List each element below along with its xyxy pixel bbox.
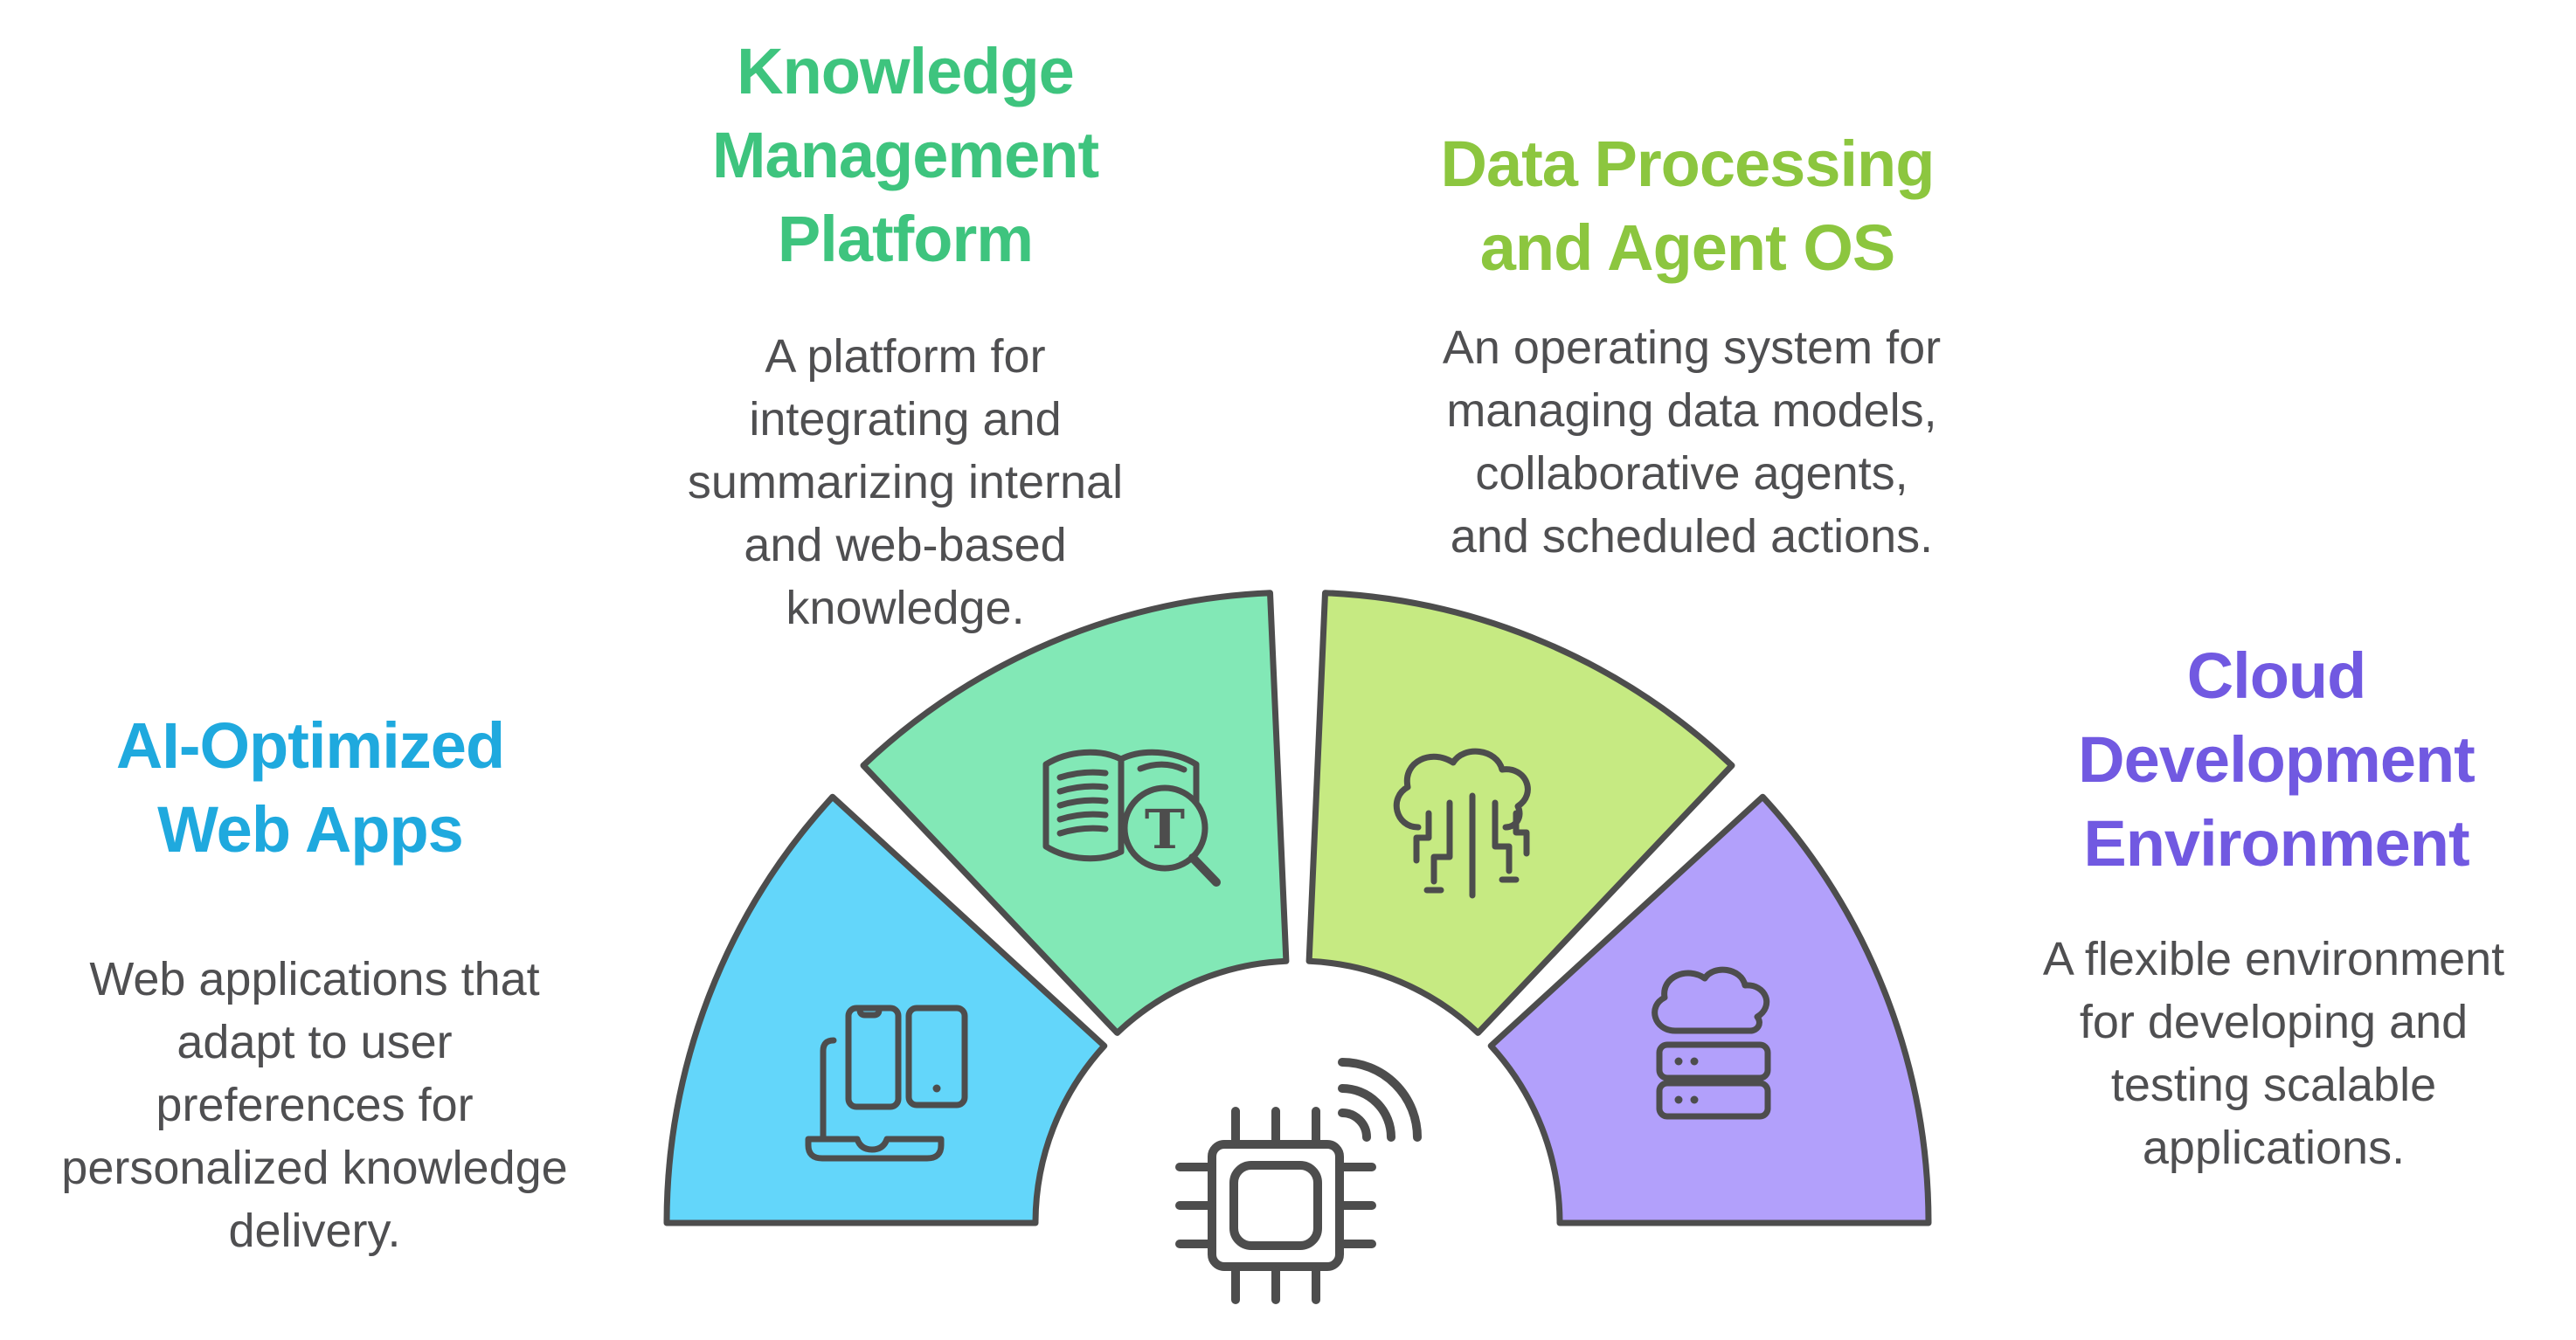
title-data-processing: Data Processing and Agent OS (1440, 128, 1935, 284)
description-knowledge-management: A platform for integrating and summarizi… (687, 330, 1124, 634)
title-cloud-development: Cloud Development Environment (2078, 639, 2476, 880)
cloud-circuit-icon (1393, 748, 1531, 899)
description-data-processing: An operating system for managing data mo… (1442, 321, 1942, 563)
wifi-signal-icon (1338, 1058, 1422, 1142)
segment-cloud-development (1487, 793, 1932, 1226)
cloud-server-icon (1652, 966, 1771, 1120)
magnifier-letter: T (1145, 798, 1185, 861)
title-ai-web-apps: AI-Optimized Web Apps (115, 709, 505, 866)
cpu-chip-icon (1175, 1107, 1376, 1304)
title-knowledge-management: Knowledge Management Platform (711, 35, 1099, 275)
devices-icon (805, 1005, 968, 1162)
magnifier-lens (1121, 784, 1208, 872)
book-search-icon: T (1042, 749, 1221, 887)
description-cloud-development: A flexible environment for developing an… (2042, 933, 2505, 1174)
description-ai-web-apps: Web applications that adapt to user pref… (61, 953, 568, 1257)
